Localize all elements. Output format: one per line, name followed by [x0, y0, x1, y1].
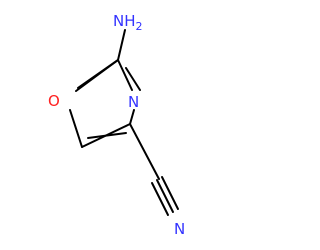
bond-c5-o1: [69, 109, 83, 148]
amino-nitrogen-label: NH2: [113, 12, 143, 33]
molecule-structure: NH2 N O N: [48, 12, 185, 238]
bond-c2-n3-main: [117, 59, 133, 91]
bond-c4-c5-double: [87, 132, 127, 139]
bond-n3-c4: [129, 109, 135, 125]
bond-o1-c2: [77, 59, 119, 89]
bond-c4-cn: [129, 123, 160, 180]
ring-oxygen-label: O: [48, 92, 60, 110]
atom-labels: NH2 N O N: [48, 12, 185, 238]
ring-nitrogen-label: N: [128, 93, 139, 111]
bond-cn-triple-3: [151, 182, 169, 216]
bond-cn-triple-2: [161, 176, 179, 210]
bond-c2-n3-double: [125, 67, 141, 91]
bond-cn-triple-1: [156, 179, 174, 213]
bonds: [69, 29, 179, 216]
bond-c2-nh2: [117, 29, 126, 61]
nitrile-nitrogen-label: N: [174, 220, 185, 238]
